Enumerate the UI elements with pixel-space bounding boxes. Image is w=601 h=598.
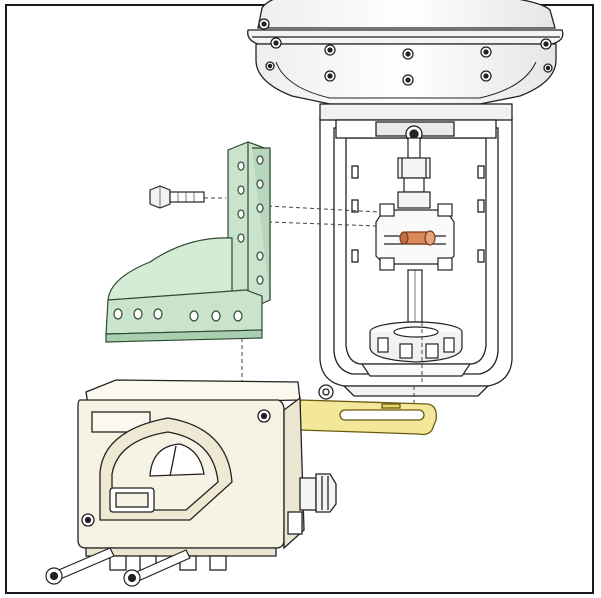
valve-stem-coupling — [360, 137, 472, 377]
screw-1 — [45, 547, 115, 585]
mounting-screws — [45, 547, 191, 587]
coupling-nut — [399, 230, 436, 246]
feedback-lever — [299, 384, 437, 436]
positioner — [77, 379, 337, 571]
flange-bolts — [258, 18, 553, 86]
assembly-guide-lines — [204, 197, 423, 406]
mounting-bracket — [105, 141, 271, 343]
hex-bolt — [149, 185, 205, 209]
screw-2 — [123, 549, 191, 587]
cable-gland — [287, 473, 337, 535]
